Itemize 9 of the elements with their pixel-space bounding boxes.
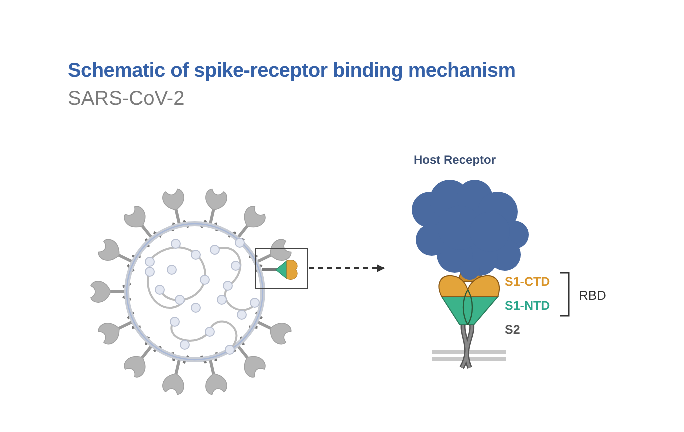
domain-label: S1-NTD xyxy=(505,299,550,313)
receptor-heading: Host Receptor xyxy=(414,153,496,167)
highlight-box xyxy=(255,248,308,289)
subtitle: SARS-CoV-2 xyxy=(68,88,185,111)
dashed-arrow xyxy=(309,264,385,272)
diagram-title: Schematic of spike-receptor binding mechanism xyxy=(68,60,516,83)
domain-label: S2 xyxy=(505,323,520,337)
domain-label: S1-CTD xyxy=(505,275,550,289)
bracket-label: RBD xyxy=(579,288,606,303)
